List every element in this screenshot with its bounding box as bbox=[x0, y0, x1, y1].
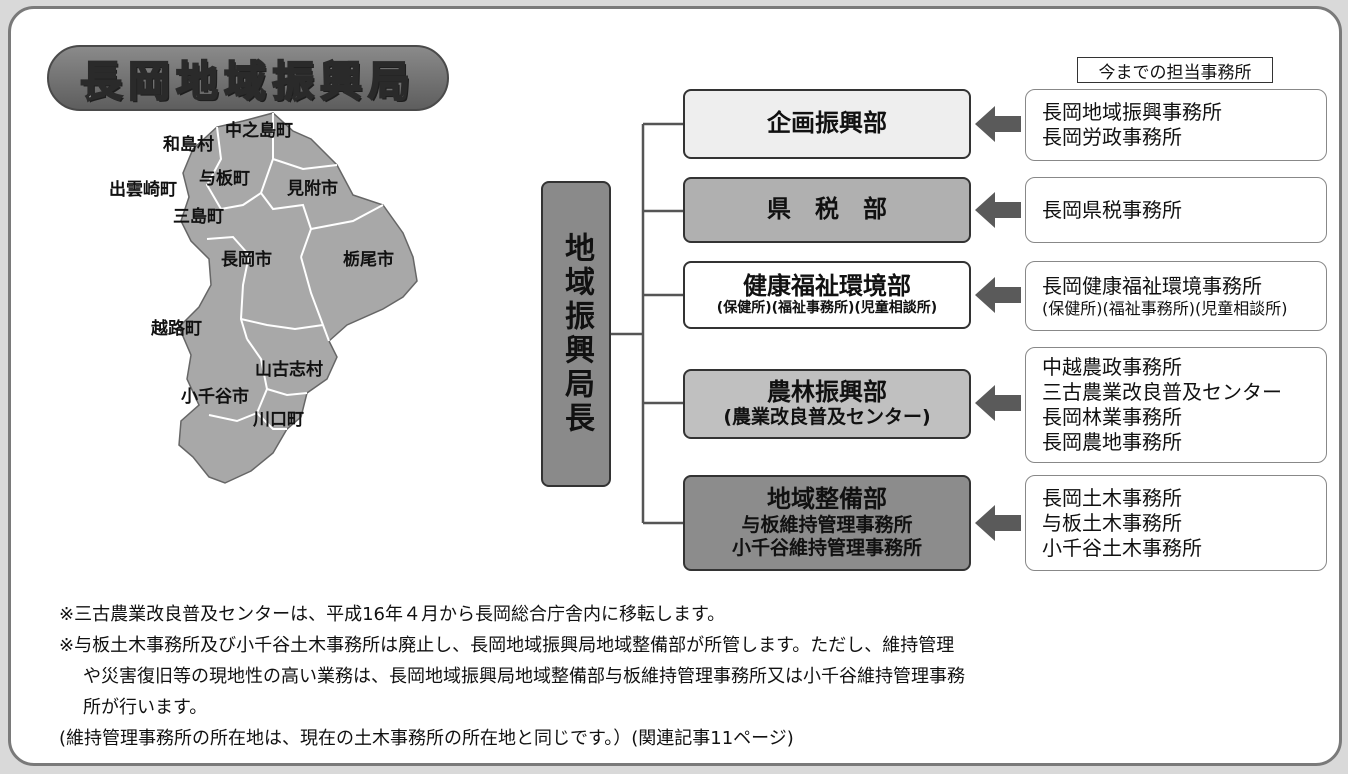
title-banner: 長岡地域振興局 bbox=[47, 45, 449, 111]
department-box: 企画振興部 bbox=[683, 89, 971, 159]
previous-offices-label: 今までの担当事務所 bbox=[1077, 57, 1273, 83]
office-box: 長岡土木事務所 与板土木事務所 小千谷土木事務所 bbox=[1025, 475, 1327, 571]
footnote-line: (維持管理事務所の所在地は、現在の土木事務所の所在地と同じです。）(関連記事11… bbox=[59, 728, 794, 749]
office-name: 長岡健康福祉環境事務所 bbox=[1042, 273, 1262, 298]
office-name: 長岡農地事務所 bbox=[1042, 430, 1182, 454]
footnote-line: ※与板土木事務所及び小千谷土木事務所は廃止し、長岡地域振興局地域整備部が所管しま… bbox=[59, 635, 955, 656]
info-panel: 長岡地域振興局 中之島町 和島村 出雲崎町 与板町 見附市 三島町 長岡市 栃尾… bbox=[8, 6, 1342, 766]
department-box: 農林振興部 (農業改良普及センター) bbox=[683, 369, 971, 439]
department-name: 健康福祉環境部 bbox=[743, 271, 911, 300]
arrow-left-icon bbox=[975, 192, 1021, 228]
office-name: 三古農業改良普及センター bbox=[1042, 380, 1282, 404]
department-box: 健康福祉環境部 (保健所)(福祉事務所)(児童相談所) bbox=[683, 261, 971, 329]
arrow-left-icon bbox=[975, 277, 1021, 313]
office-box: 中越農政事務所 三古農業改良普及センター 長岡林業事務所 長岡農地事務所 bbox=[1025, 347, 1327, 463]
office-name: 長岡林業事務所 bbox=[1042, 405, 1182, 429]
map-label: 見附市 bbox=[287, 179, 338, 199]
department-name: 県 税 部 bbox=[767, 195, 887, 224]
footnote-line: ※三古農業改良普及センターは、平成16年４月から長岡総合庁舎内に移転します。 bbox=[59, 604, 726, 625]
map-label: 和島村 bbox=[163, 135, 214, 155]
office-name: 与板土木事務所 bbox=[1042, 510, 1182, 535]
map-label: 出雲崎町 bbox=[109, 180, 177, 200]
director-label: 地域振興局長 bbox=[559, 232, 594, 436]
arrow-left-icon bbox=[975, 505, 1021, 541]
department-box: 地域整備部 与板維持管理事務所 小千谷維持管理事務所 bbox=[683, 475, 971, 571]
office-box: 長岡県税事務所 bbox=[1025, 177, 1327, 243]
office-name: 長岡土木事務所 bbox=[1042, 485, 1182, 510]
department-sub: 小千谷維持管理事務所 bbox=[731, 536, 922, 559]
map-label: 川口町 bbox=[253, 410, 304, 430]
map-label: 小千谷市 bbox=[181, 387, 249, 407]
office-name: 小千谷土木事務所 bbox=[1042, 535, 1202, 560]
department-sub: (農業改良普及センター) bbox=[723, 406, 931, 429]
arrow-left-icon bbox=[975, 106, 1021, 142]
map-label: 中之島町 bbox=[225, 121, 293, 141]
office-sub: (保健所)(福祉事務所)(児童相談所) bbox=[1042, 298, 1288, 318]
footnotes: ※三古農業改良普及センターは、平成16年４月から長岡総合庁舎内に移転します。 ※… bbox=[59, 599, 1319, 754]
region-map bbox=[178, 112, 418, 484]
footnote-line: 所が行います。 bbox=[83, 697, 208, 718]
map-label: 栃尾市 bbox=[343, 250, 394, 270]
department-sub: (保健所)(福祉事務所)(児童相談所) bbox=[716, 300, 938, 317]
map-label: 与板町 bbox=[199, 169, 250, 189]
map-label: 山古志村 bbox=[255, 360, 323, 380]
footnote-line: や災害復旧等の現地性の高い業務は、長岡地域振興局地域整備部与板維持管理事務所又は… bbox=[83, 666, 965, 687]
office-box: 長岡地域振興事務所 長岡労政事務所 bbox=[1025, 89, 1327, 161]
department-box: 県 税 部 bbox=[683, 177, 971, 243]
department-name: 農林振興部 bbox=[767, 377, 887, 406]
department-sub: 与板維持管理事務所 bbox=[741, 514, 913, 536]
municipal-boundaries bbox=[205, 113, 384, 430]
arrow-left-icon bbox=[975, 385, 1021, 421]
office-name: 長岡労政事務所 bbox=[1042, 125, 1182, 149]
map-label: 三島町 bbox=[173, 207, 224, 227]
office-name: 中越農政事務所 bbox=[1042, 355, 1182, 379]
department-name: 地域整備部 bbox=[767, 485, 887, 514]
org-connectors bbox=[611, 122, 683, 525]
department-name: 企画振興部 bbox=[767, 109, 887, 138]
director-box: 地域振興局長 bbox=[541, 181, 611, 487]
office-name: 長岡地域振興事務所 bbox=[1042, 100, 1222, 124]
map-label: 越路町 bbox=[151, 319, 202, 339]
office-name: 長岡県税事務所 bbox=[1042, 197, 1182, 222]
page-title: 長岡地域振興局 bbox=[79, 56, 416, 107]
map-label: 長岡市 bbox=[221, 250, 272, 270]
office-box: 長岡健康福祉環境事務所 (保健所)(福祉事務所)(児童相談所) bbox=[1025, 261, 1327, 331]
